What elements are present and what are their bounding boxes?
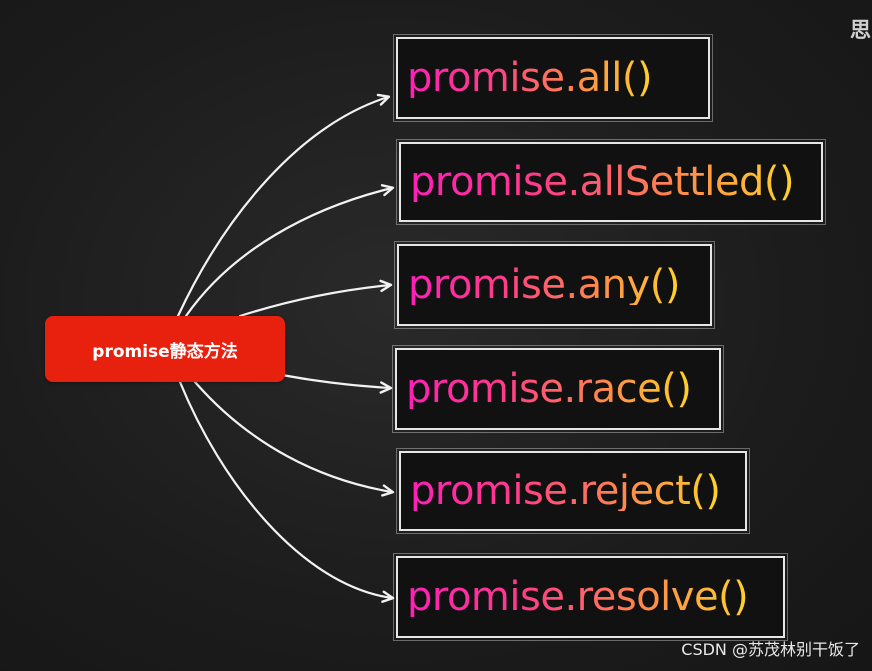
corner-text: 思 (850, 18, 871, 42)
method-label-allsettled: promise.allSettled() (410, 159, 795, 205)
method-label-reject: promise.reject() (410, 468, 721, 514)
arrow-to-race (280, 373, 393, 394)
arrow-to-allsettled (184, 184, 395, 318)
method-node-allsettled: promise.allSettled() (396, 139, 826, 225)
method-node-race: promise.race() (392, 345, 724, 433)
method-label-all: promise.all() (407, 55, 653, 101)
method-node-all: promise.all() (393, 34, 713, 122)
method-label-resolve: promise.resolve() (407, 574, 749, 620)
source-node-promise-static-methods: promise静态方法 (45, 316, 285, 382)
method-label-any: promise.any() (408, 262, 680, 308)
method-node-resolve: promise.resolve() (393, 553, 788, 641)
method-node-any: promise.any() (394, 241, 715, 329)
arrow-to-all (176, 93, 391, 318)
method-label-race: promise.race() (406, 366, 692, 412)
arrow-to-any (238, 279, 393, 318)
watermark-text: CSDN @苏茂林别干饭了 (681, 640, 860, 659)
method-node-reject: promise.reject() (396, 448, 750, 534)
source-node-label: promise静态方法 (92, 341, 238, 362)
arrow-to-reject (193, 380, 395, 497)
arrow-to-resolve (178, 380, 395, 603)
